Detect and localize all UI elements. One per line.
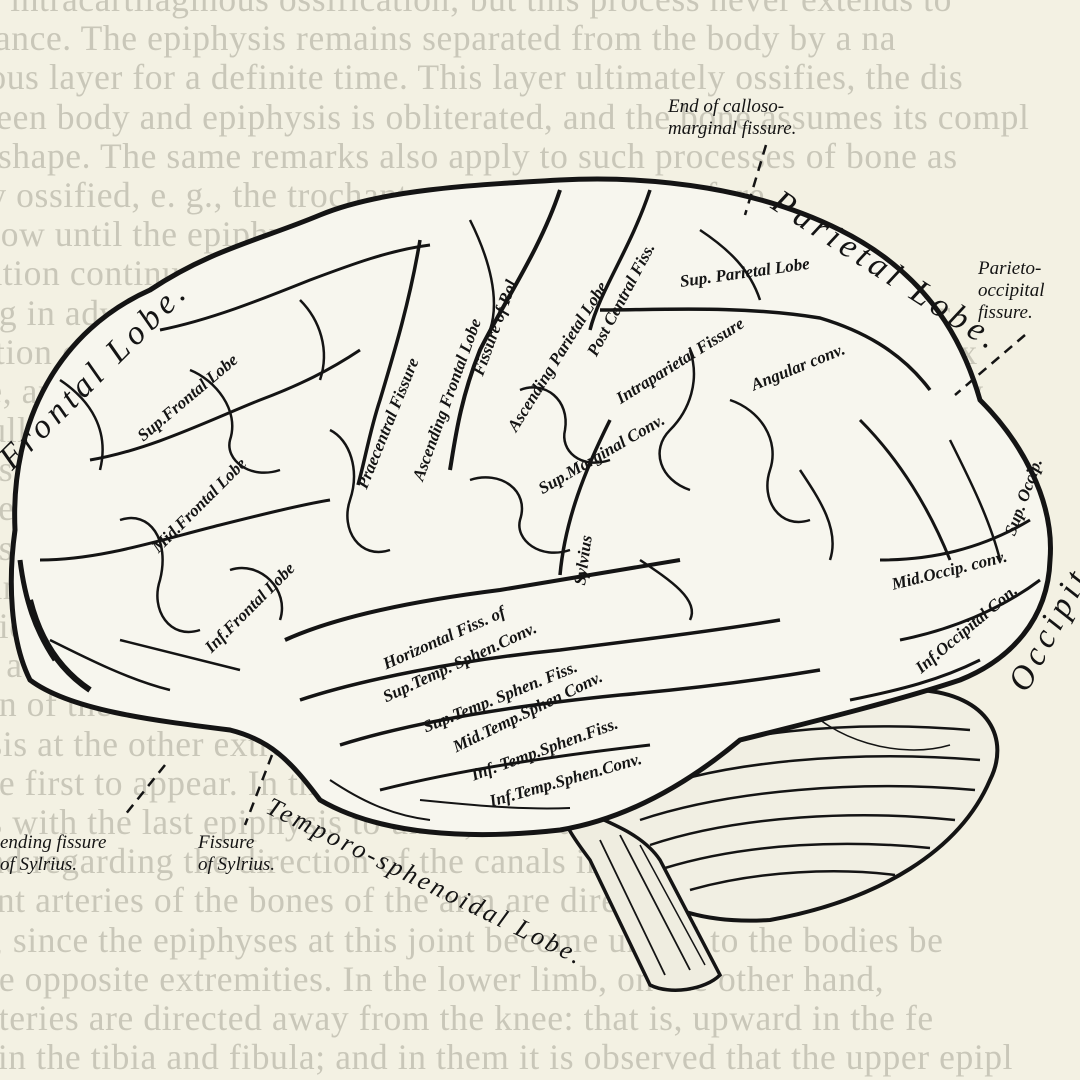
leader-lines [124,144,1026,826]
background-text-line: of intracartilaginous ossification; but … [0,0,1080,19]
background-text-line: the opposite extremities. In the lower l… [0,958,885,999]
background-text-line: ween body and epiphysis is obliterated, … [0,96,1030,137]
label-parieto-occipital-fissure: Parieto- occipital fissure. [978,258,1045,323]
background-text-line: w, since the epiphyses at this joint bec… [0,919,944,960]
background-text-line: stance. The epiphysis remains separated … [0,18,897,59]
label-fissure-of-sylvius: Fissure of Sylrius. [198,832,276,875]
label-ascending-fissure-of-sylvius: ending fissure of Sylrius. [0,832,107,875]
background-text-line: nous layer for a definite time. This lay… [0,57,964,98]
brain-stem [558,797,723,992]
cerebrum [8,176,1053,838]
background-text-line: d in the tibia and fibula; and in them i… [0,1037,1014,1078]
background-text-line: arteries are directed away from the knee… [0,997,934,1038]
label-end-of-callosomarginal-fissure: End of calloso- marginal fissure. [668,96,797,139]
background-text-line: d shape. The same remarks also apply to … [0,135,958,176]
